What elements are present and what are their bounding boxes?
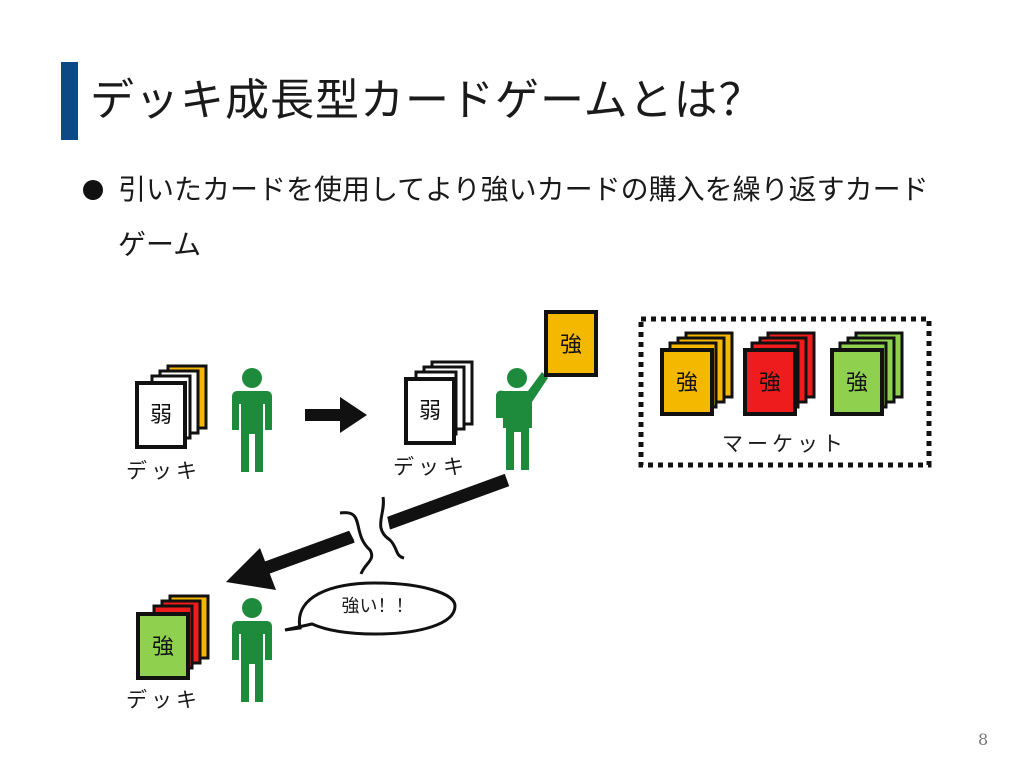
weak-card-label-1: 弱 xyxy=(150,403,172,428)
market-label: マーケット xyxy=(722,432,847,456)
market-stack-yellow: 強 xyxy=(660,331,734,416)
slide-title: デッキ成長型カードゲームとは？ xyxy=(90,75,764,126)
deck-label-2: デッキ xyxy=(393,455,468,479)
right-arrow-icon xyxy=(305,397,367,433)
deck-weak-2: 弱 xyxy=(404,360,474,445)
market-stack-red: 強 xyxy=(743,331,816,416)
deck-weak-1: 弱 xyxy=(135,364,208,449)
bullet-text: 引いたカードを使用してより強いカードの購入を繰り返すカードゲーム xyxy=(118,173,929,261)
person-happy-icon xyxy=(232,598,272,702)
strong-card-label: 強 xyxy=(152,635,174,660)
speech-bubble xyxy=(284,581,457,636)
deck-strong: 強 xyxy=(136,594,210,680)
weak-card-label-2: 弱 xyxy=(419,399,441,424)
bullet-dot xyxy=(83,180,103,200)
market-red-label: 強 xyxy=(759,371,781,396)
market-green-label: 強 xyxy=(846,371,868,396)
speech-text: 強い！！ xyxy=(341,596,414,617)
person-raising-arm-icon xyxy=(495,368,548,470)
market-yellow-label: 強 xyxy=(676,371,698,396)
market-stack-green: 強 xyxy=(830,331,904,416)
page-number: 8 xyxy=(978,730,989,749)
person-icon xyxy=(232,368,272,472)
strong-card-held-label: 強 xyxy=(560,333,582,358)
market-border xyxy=(638,316,932,468)
title-accent-bar xyxy=(61,62,78,140)
deck-label-3: デッキ xyxy=(126,688,201,712)
strong-card-held: 強 xyxy=(544,310,598,377)
time-skip-arrow-icon xyxy=(226,473,510,590)
deck-label-1: デッキ xyxy=(126,459,201,483)
